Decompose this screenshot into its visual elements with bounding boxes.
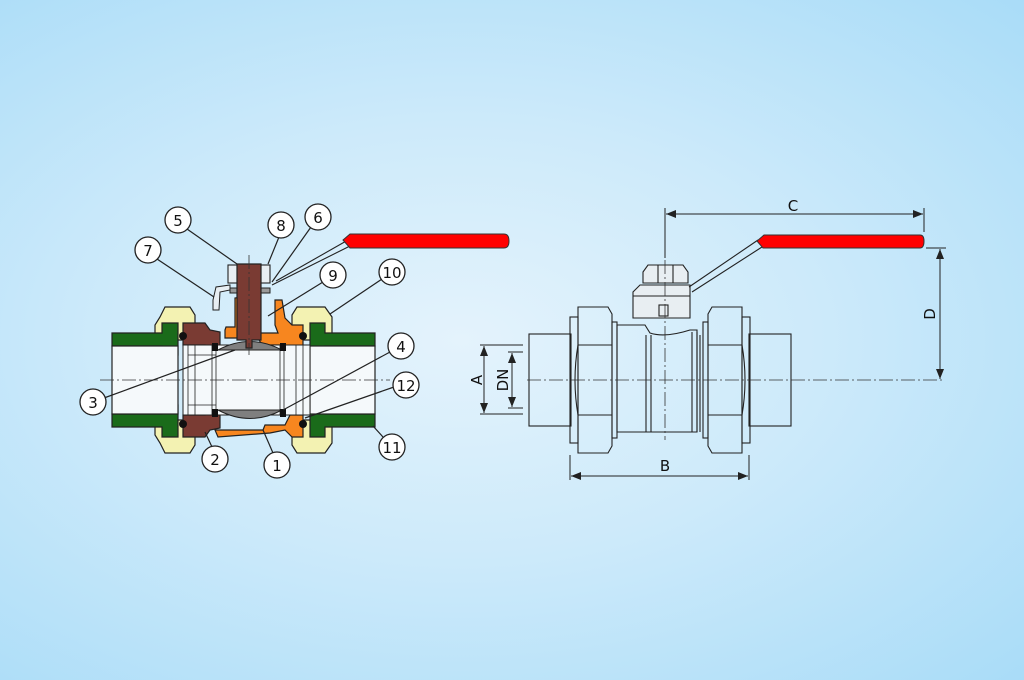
callout-7: 7 bbox=[134, 236, 162, 264]
exterior-view bbox=[528, 239, 792, 454]
svg-text:6: 6 bbox=[313, 209, 323, 227]
stem-nut bbox=[642, 264, 689, 284]
handle-right bbox=[756, 234, 925, 249]
svg-text:5: 5 bbox=[173, 212, 183, 230]
dim-dn-label: DN bbox=[494, 369, 512, 392]
svg-text:10: 10 bbox=[382, 264, 401, 282]
callout-10: 10 bbox=[378, 258, 406, 286]
callout-12: 12 bbox=[392, 371, 420, 399]
callout-4: 4 bbox=[387, 332, 415, 360]
dim-c-label: C bbox=[788, 197, 798, 215]
svg-text:3: 3 bbox=[88, 394, 98, 412]
callout-6: 6 bbox=[304, 203, 332, 231]
handle-arm bbox=[688, 239, 763, 293]
dimensions: C D A DN B bbox=[468, 197, 946, 480]
body bbox=[616, 324, 698, 433]
bore bbox=[182, 344, 311, 416]
callout-3: 3 bbox=[79, 388, 107, 416]
svg-text:11: 11 bbox=[382, 439, 401, 457]
o-rings bbox=[179, 332, 307, 428]
callout-8: 8 bbox=[267, 211, 295, 239]
ball-seats bbox=[212, 343, 286, 417]
svg-text:12: 12 bbox=[396, 377, 415, 395]
cross-section-view: 1 2 3 4 5 6 7 8 9 10 11 12 bbox=[79, 203, 510, 479]
dim-b-label: B bbox=[660, 457, 670, 475]
svg-text:2: 2 bbox=[210, 451, 220, 469]
svg-text:7: 7 bbox=[143, 242, 153, 260]
dim-d-label: D bbox=[921, 308, 939, 320]
leader-lines bbox=[103, 226, 395, 454]
callout-5: 5 bbox=[164, 206, 192, 234]
svg-text:4: 4 bbox=[396, 338, 406, 356]
callout-9: 9 bbox=[319, 261, 347, 289]
stem-assembly bbox=[212, 255, 271, 355]
callout-11: 11 bbox=[378, 433, 406, 461]
svg-text:8: 8 bbox=[276, 217, 286, 235]
callout-2: 2 bbox=[201, 445, 229, 473]
svg-text:1: 1 bbox=[272, 457, 282, 475]
dim-a-label: A bbox=[468, 374, 486, 385]
callout-1: 1 bbox=[263, 451, 291, 479]
svg-text:9: 9 bbox=[328, 267, 338, 285]
handle-left bbox=[271, 233, 510, 286]
